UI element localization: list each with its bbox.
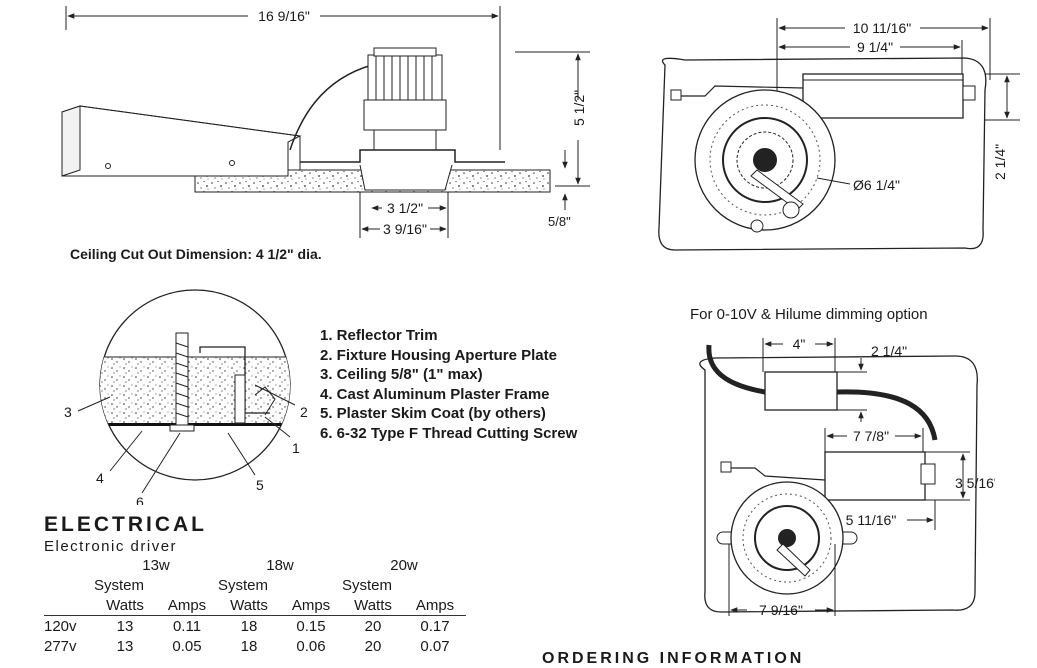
callout-6: 6 xyxy=(136,494,144,505)
legend-item: 2. Fixture Housing Aperture Plate xyxy=(320,346,557,364)
top-view-drawing: 10 11/16" 9 1/4" 2 1/4" Ø6 1/4" xyxy=(658,18,1020,251)
dim-offset: 5 11/16" xyxy=(846,512,897,528)
table-cell: 13 xyxy=(116,637,134,655)
amps-header: Amps xyxy=(280,595,342,617)
dim-top-depth: 2 1/4" xyxy=(992,144,1008,180)
dim-driver-length: 7 7/8" xyxy=(853,428,889,444)
dim-top-driver: 9 1/4" xyxy=(857,39,893,55)
table-cell: 0.06 xyxy=(296,637,326,655)
dim-height: 5 1/2" xyxy=(571,90,587,126)
dim-box-width: 4" xyxy=(793,336,806,352)
group-header: 13w xyxy=(142,557,170,575)
legend: 1. Reflector Trim 2. Fixture Housing Ape… xyxy=(320,326,577,444)
legend-item: 1. Reflector Trim xyxy=(320,327,438,344)
voltage-cell: 277v xyxy=(44,637,77,655)
dim-top-diameter: Ø6 1/4" xyxy=(853,177,900,193)
group-header: 20w xyxy=(390,557,418,575)
table-row: 120v 13 0.11 18 0.15 20 0.17 xyxy=(44,616,466,636)
dimming-caption: For 0-10V & Hilume dimming option xyxy=(690,306,928,323)
detail-drawing: 3 2 1 4 5 6 xyxy=(64,289,308,505)
legend-item: 4. Cast Aluminum Plaster Frame xyxy=(320,385,550,403)
watts-header: Watts xyxy=(94,595,156,617)
table-cell: 20 xyxy=(364,617,382,635)
side-view-drawing: 16 9/16" 5 1/2" 5/8" 3 1/2" 3 9/16" xyxy=(61,6,590,238)
callout-2: 2 xyxy=(300,404,308,420)
table-row: 277v 13 0.05 18 0.06 20 0.07 xyxy=(44,636,466,656)
table-cell: 0.11 xyxy=(172,617,202,635)
dim-driver-height: 3 5/16" xyxy=(955,475,995,491)
electrical-table: 13w 18w 20w System System System Watts A… xyxy=(44,556,466,656)
callout-1: 1 xyxy=(292,440,300,456)
callout-4: 4 xyxy=(96,470,104,486)
dim-box-height: 2 1/4" xyxy=(871,343,907,359)
watts-header: Watts xyxy=(218,595,280,617)
dim-trim-inner: 3 1/2" xyxy=(387,200,423,216)
dim-dimming-overall: 7 9/16" xyxy=(759,602,803,618)
amps-header: Amps xyxy=(404,595,466,617)
table-cell: 0.05 xyxy=(172,637,202,655)
system-header: System xyxy=(94,577,145,595)
cutout-note: Ceiling Cut Out Dimension: 4 1/2" dia. xyxy=(70,246,322,262)
callout-3: 3 xyxy=(64,404,72,420)
dim-ceiling: 5/8" xyxy=(548,214,571,229)
table-cell: 0.17 xyxy=(420,617,450,635)
table-cell: 18 xyxy=(240,637,258,655)
legend-item: 3. Ceiling 5/8" (1" max) xyxy=(320,366,483,384)
voltage-cell: 120v xyxy=(44,617,77,635)
watts-header: Watts xyxy=(342,595,404,617)
amps-header: Amps xyxy=(156,595,218,617)
dim-trim-outer: 3 9/16" xyxy=(383,221,427,237)
table-cell: 0.15 xyxy=(296,617,326,635)
system-header: System xyxy=(342,577,393,595)
table-cell: 0.07 xyxy=(420,637,450,655)
table-cell: 18 xyxy=(240,617,258,635)
electrical-title: ELECTRICAL xyxy=(44,513,207,536)
dim-overall-width: 16 9/16" xyxy=(258,8,310,24)
dimming-drawing: 4" 2 1/4" 7 7/8" 3 5/16" 5 11/16" 7 9/16… xyxy=(699,336,995,618)
ordering-heading: ORDERING INFORMATION xyxy=(542,650,805,667)
electrical-subtitle: Electronic driver xyxy=(44,538,178,555)
table-cell: 13 xyxy=(116,617,134,635)
group-header: 18w xyxy=(266,557,294,575)
legend-item: 5. Plaster Skim Coat (by others) xyxy=(320,405,546,423)
dim-top-overall: 10 11/16" xyxy=(853,20,911,36)
system-header: System xyxy=(218,577,269,595)
callout-5: 5 xyxy=(256,477,264,493)
legend-item: 6. 6-32 Type F Thread Cutting Screw xyxy=(320,424,578,442)
table-cell: 20 xyxy=(364,637,382,655)
